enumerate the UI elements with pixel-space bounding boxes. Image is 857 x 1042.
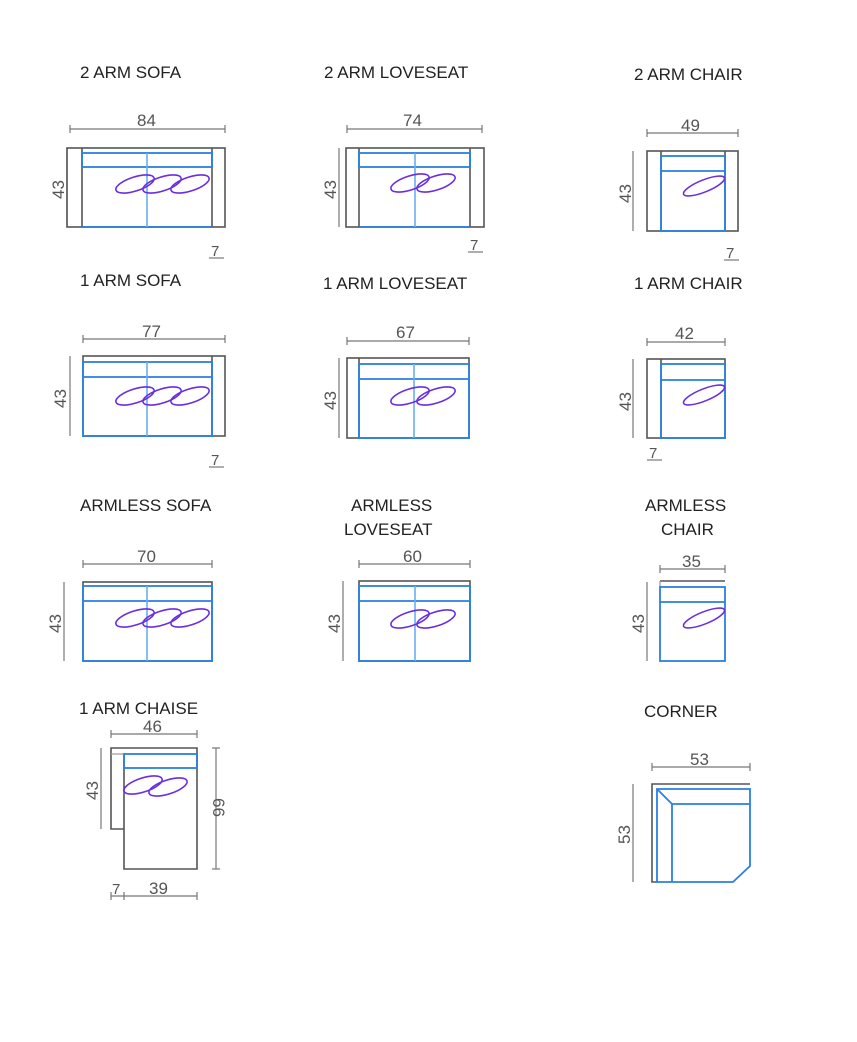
piece-title: 2 ARM SOFA: [80, 63, 182, 82]
piece-title: 2 ARM CHAIR: [634, 65, 743, 84]
arm-dimension: 7: [726, 245, 734, 262]
piece-title: 1 ARM LOVESEAT: [323, 274, 467, 293]
depth-dimension: 43: [321, 180, 340, 199]
piece-one-arm-loveseat: 1 ARM LOVESEAT 67 43: [321, 274, 470, 439]
arm-dimension: 7: [112, 881, 120, 898]
arm-dimension: 7: [211, 452, 219, 469]
width-dimension: 77: [142, 322, 161, 341]
depth-dimension: 43: [616, 392, 635, 411]
piece-two-arm-loveseat: 2 ARM LOVESEAT 74 43 7: [321, 63, 485, 254]
arm-dimension: 7: [211, 243, 219, 260]
width-dimension: 49: [681, 116, 700, 135]
depth-dimension: 43: [46, 614, 65, 633]
width-dimension: 67: [396, 323, 415, 342]
piece-title-line-1: ARMLESS: [351, 496, 432, 515]
length-dimension: 66: [209, 798, 228, 817]
arm-dimension: 7: [649, 445, 657, 462]
piece-one-arm-sofa: 1 ARM SOFA 77 43 7: [51, 271, 226, 469]
width-dimension: 35: [682, 552, 701, 571]
piece-title: 1 ARM SOFA: [80, 271, 182, 290]
piece-title: 2 ARM LOVESEAT: [324, 63, 468, 82]
piece-title: 1 ARM CHAIR: [634, 274, 743, 293]
width-dimension: 42: [675, 324, 694, 343]
seat-width-dimension: 39: [149, 879, 168, 898]
piece-one-arm-chair: 1 ARM CHAIR 42 43 7: [616, 274, 743, 462]
depth-dimension: 43: [83, 781, 102, 800]
depth-dimension: 43: [321, 391, 340, 410]
width-dimension: 70: [137, 547, 156, 566]
piece-title: 1 ARM CHAISE: [79, 699, 198, 718]
piece-armless-sofa: ARMLESS SOFA 70 43: [46, 496, 213, 662]
depth-dimension: 53: [615, 825, 634, 844]
piece-title-line-1: ARMLESS: [645, 496, 726, 515]
piece-armless-chair: ARMLESS CHAIR 35 43: [629, 496, 726, 662]
arm-dimension: 7: [470, 237, 478, 254]
width-dimension: 74: [403, 111, 422, 130]
width-dimension: 60: [403, 547, 422, 566]
piece-corner: CORNER 53 53: [615, 702, 751, 883]
width-dimension: 53: [690, 750, 709, 769]
depth-dimension: 43: [629, 614, 648, 633]
piece-title-line-2: LOVESEAT: [344, 520, 433, 539]
width-dimension: 84: [137, 111, 156, 130]
depth-dimension: 43: [325, 614, 344, 633]
piece-one-arm-chaise: 1 ARM CHAISE 46 43 66 7 39: [79, 699, 228, 900]
piece-title: ARMLESS SOFA: [80, 496, 212, 515]
depth-dimension: 43: [51, 389, 70, 408]
width-dimension: 46: [143, 717, 162, 736]
piece-title-line-2: CHAIR: [661, 520, 714, 539]
piece-two-arm-chair: 2 ARM CHAIR 49 43 7: [616, 65, 743, 262]
depth-dimension: 43: [49, 180, 68, 199]
depth-dimension: 43: [616, 184, 635, 203]
piece-title: CORNER: [644, 702, 718, 721]
piece-two-arm-sofa: 2 ARM SOFA 84 43 7: [49, 63, 226, 260]
piece-armless-loveseat: ARMLESS LOVESEAT 60 43: [325, 496, 471, 662]
